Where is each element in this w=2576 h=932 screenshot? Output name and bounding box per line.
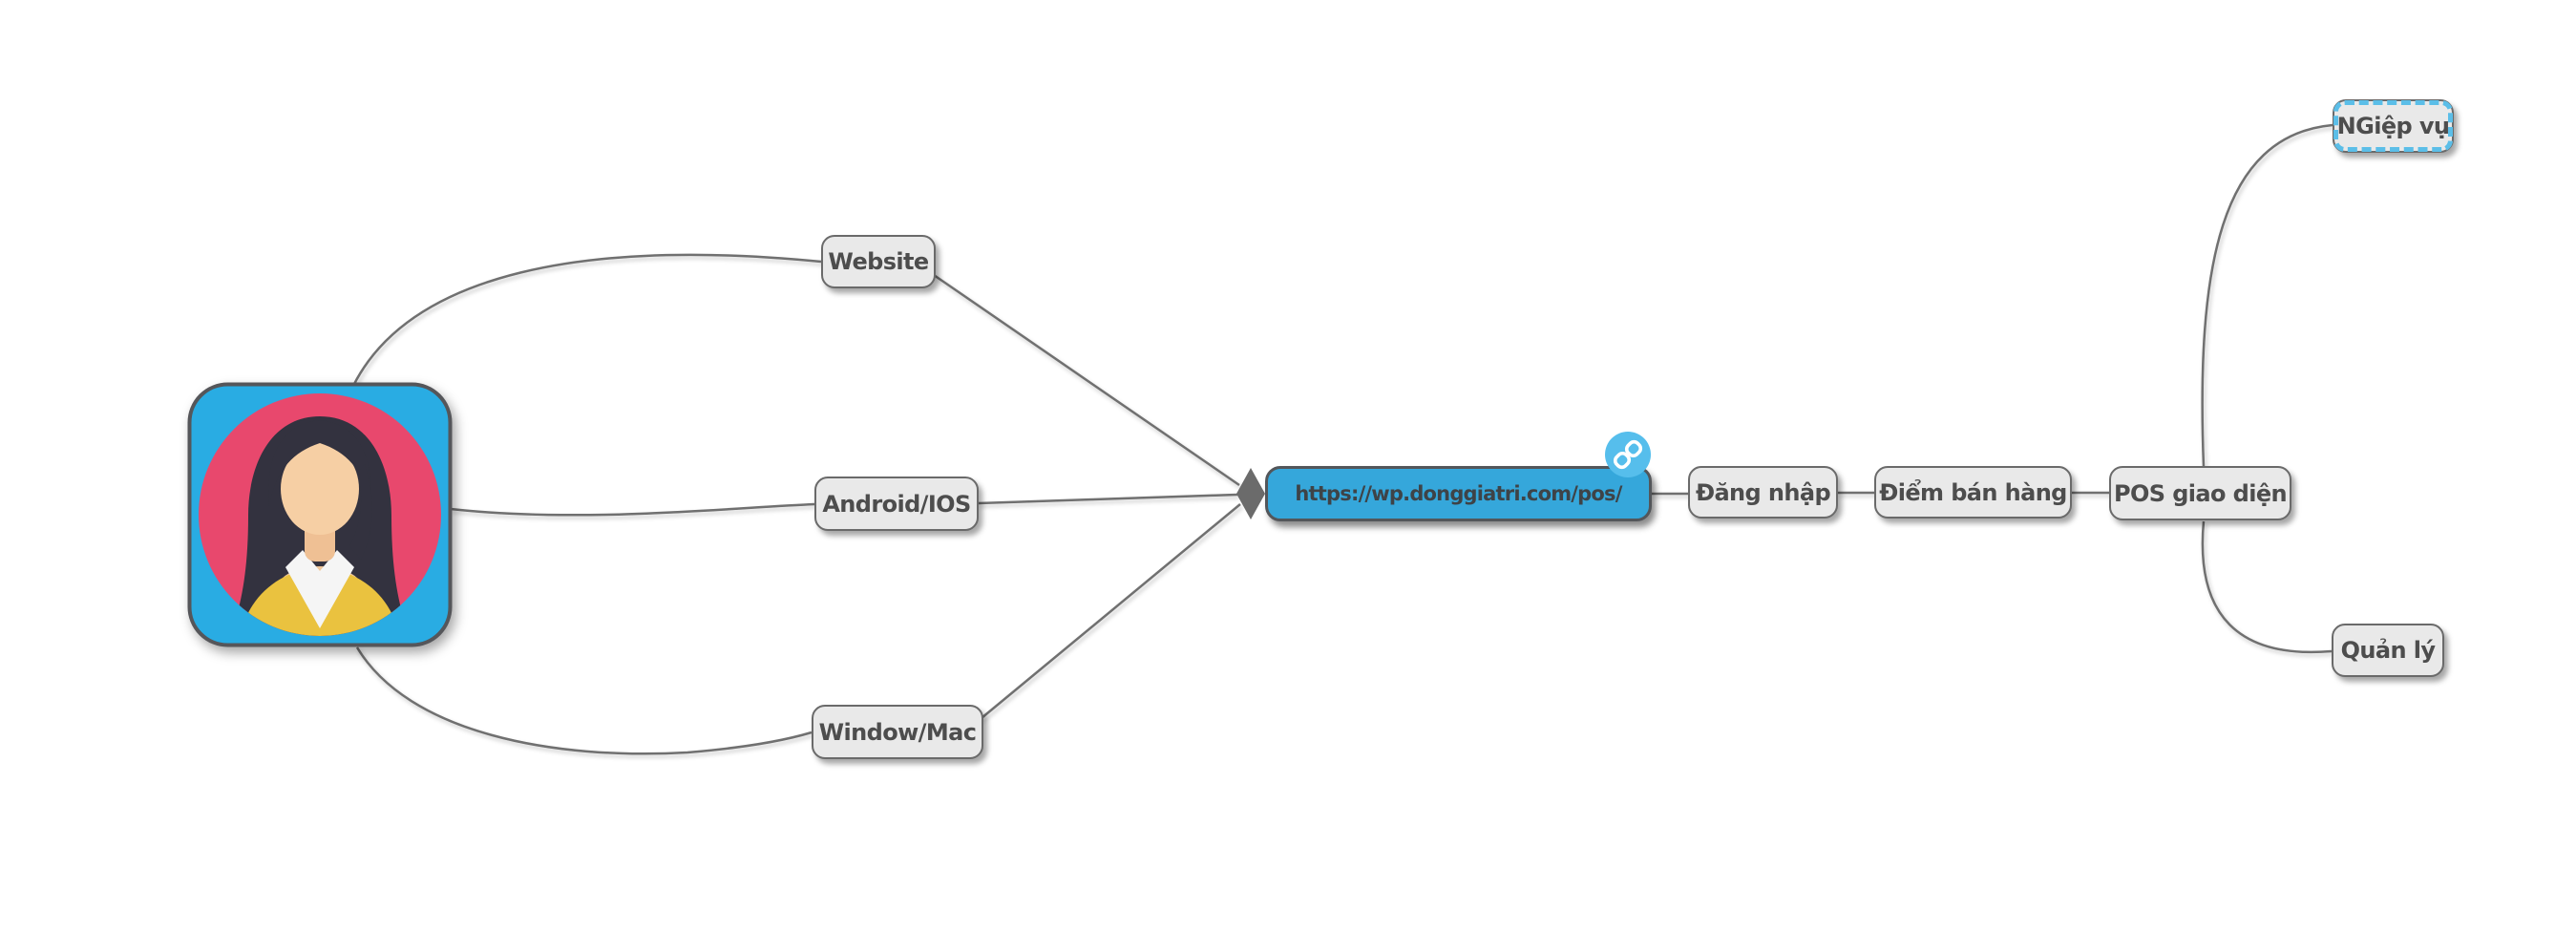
edge-website-junction xyxy=(933,273,1240,487)
junction-diamond xyxy=(1236,468,1265,519)
edge-avatar-website xyxy=(351,253,822,387)
topic-quan-ly-label: Quản lý xyxy=(2340,637,2436,664)
topic-pos-giao-dien[interactable]: POS giao diện xyxy=(2109,466,2291,520)
edge-pos-nghiepvu xyxy=(2201,123,2333,468)
edge-avatar-windowmac xyxy=(355,646,813,755)
woman-avatar-image xyxy=(187,382,453,647)
topic-url-label: https://wp.donggiatri.com/pos/ xyxy=(1295,482,1622,505)
topic-nghiep-vu[interactable]: NGiệp vụ xyxy=(2333,99,2454,153)
edge-windowmac-junction xyxy=(981,503,1241,719)
edge-pos-quanly xyxy=(2201,520,2333,654)
topic-diem-ban-hang[interactable]: Điểm bán hàng xyxy=(1874,466,2072,519)
topic-website-label: Website xyxy=(828,248,929,275)
topic-android-ios[interactable]: Android/IOS xyxy=(814,477,979,531)
hyperlink-icon[interactable] xyxy=(1605,432,1651,477)
topic-window-mac-label: Window/Mac xyxy=(818,718,977,746)
topic-nghiep-vu-label: NGiệp vụ xyxy=(2336,113,2450,139)
edge-android-junction xyxy=(978,493,1238,505)
topic-quan-ly[interactable]: Quản lý xyxy=(2332,624,2444,677)
topic-website[interactable]: Website xyxy=(821,235,936,288)
topic-window-mac[interactable]: Window/Mac xyxy=(812,705,983,759)
topic-pos-giao-dien-label: POS giao diện xyxy=(2113,479,2288,507)
edge-avatar-android xyxy=(450,502,815,517)
topic-diem-ban-hang-label: Điểm bán hàng xyxy=(1879,478,2067,506)
topic-url[interactable]: https://wp.donggiatri.com/pos/ xyxy=(1265,466,1652,521)
topic-dang-nhap[interactable]: Đăng nhập xyxy=(1688,466,1838,519)
topic-dang-nhap-label: Đăng nhập xyxy=(1695,478,1831,506)
avatar-topic[interactable] xyxy=(187,382,453,647)
topic-android-ios-label: Android/IOS xyxy=(822,490,971,518)
